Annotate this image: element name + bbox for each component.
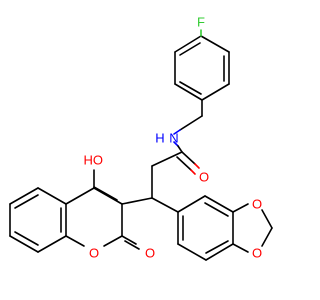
bond xyxy=(65,235,85,247)
molecule-structure-diagram: F N H O HO O O O O xyxy=(9,15,273,261)
bond xyxy=(14,194,39,209)
bond xyxy=(176,156,192,171)
benzodioxole-ring xyxy=(177,195,273,261)
bond xyxy=(179,81,202,95)
bond xyxy=(174,83,203,101)
dioxole-oxygen-bottom-label: O xyxy=(252,246,262,261)
amide-nitrogen-label: N xyxy=(169,131,178,146)
bond xyxy=(124,240,140,250)
bond xyxy=(151,151,183,167)
bond xyxy=(205,240,229,254)
fluorine-atom-label: F xyxy=(197,15,205,30)
bond xyxy=(232,203,249,213)
bond xyxy=(174,35,202,53)
bond xyxy=(179,42,201,56)
bond xyxy=(232,243,249,253)
bond xyxy=(37,235,67,253)
bond xyxy=(179,115,203,131)
bond-n-c xyxy=(173,141,179,147)
bond xyxy=(9,187,39,205)
bond xyxy=(261,227,273,247)
coumarin-ring-system xyxy=(9,169,140,253)
amide-oxygen-label: O xyxy=(199,170,209,185)
bond xyxy=(121,197,153,205)
dioxole-oxygen-top-label: O xyxy=(252,197,262,212)
bond xyxy=(177,145,183,153)
hydroxyl-label: HO xyxy=(84,153,104,168)
bond-c-o xyxy=(194,163,200,169)
bond xyxy=(93,186,118,201)
bond xyxy=(103,235,123,247)
amide-hydrogen-label: H xyxy=(155,131,164,146)
bond xyxy=(93,187,123,205)
bond xyxy=(9,235,39,253)
bond xyxy=(177,243,207,261)
bond xyxy=(151,197,179,213)
bond xyxy=(204,202,229,217)
bond xyxy=(261,209,273,229)
bond xyxy=(37,187,67,205)
lactone-carbonyl-oxygen-label: O xyxy=(145,246,155,261)
bond xyxy=(204,195,234,213)
lactone-ring-oxygen-label: O xyxy=(89,246,99,261)
bond-c-n xyxy=(173,129,181,135)
bond xyxy=(121,235,137,245)
bond xyxy=(14,231,39,246)
fluorophenyl-ring xyxy=(174,35,230,101)
bond xyxy=(200,35,230,53)
bond xyxy=(201,83,230,101)
bond xyxy=(205,243,234,261)
bond xyxy=(181,151,196,165)
bond-c-o xyxy=(190,169,196,175)
bond xyxy=(177,195,206,213)
bond xyxy=(65,187,95,205)
